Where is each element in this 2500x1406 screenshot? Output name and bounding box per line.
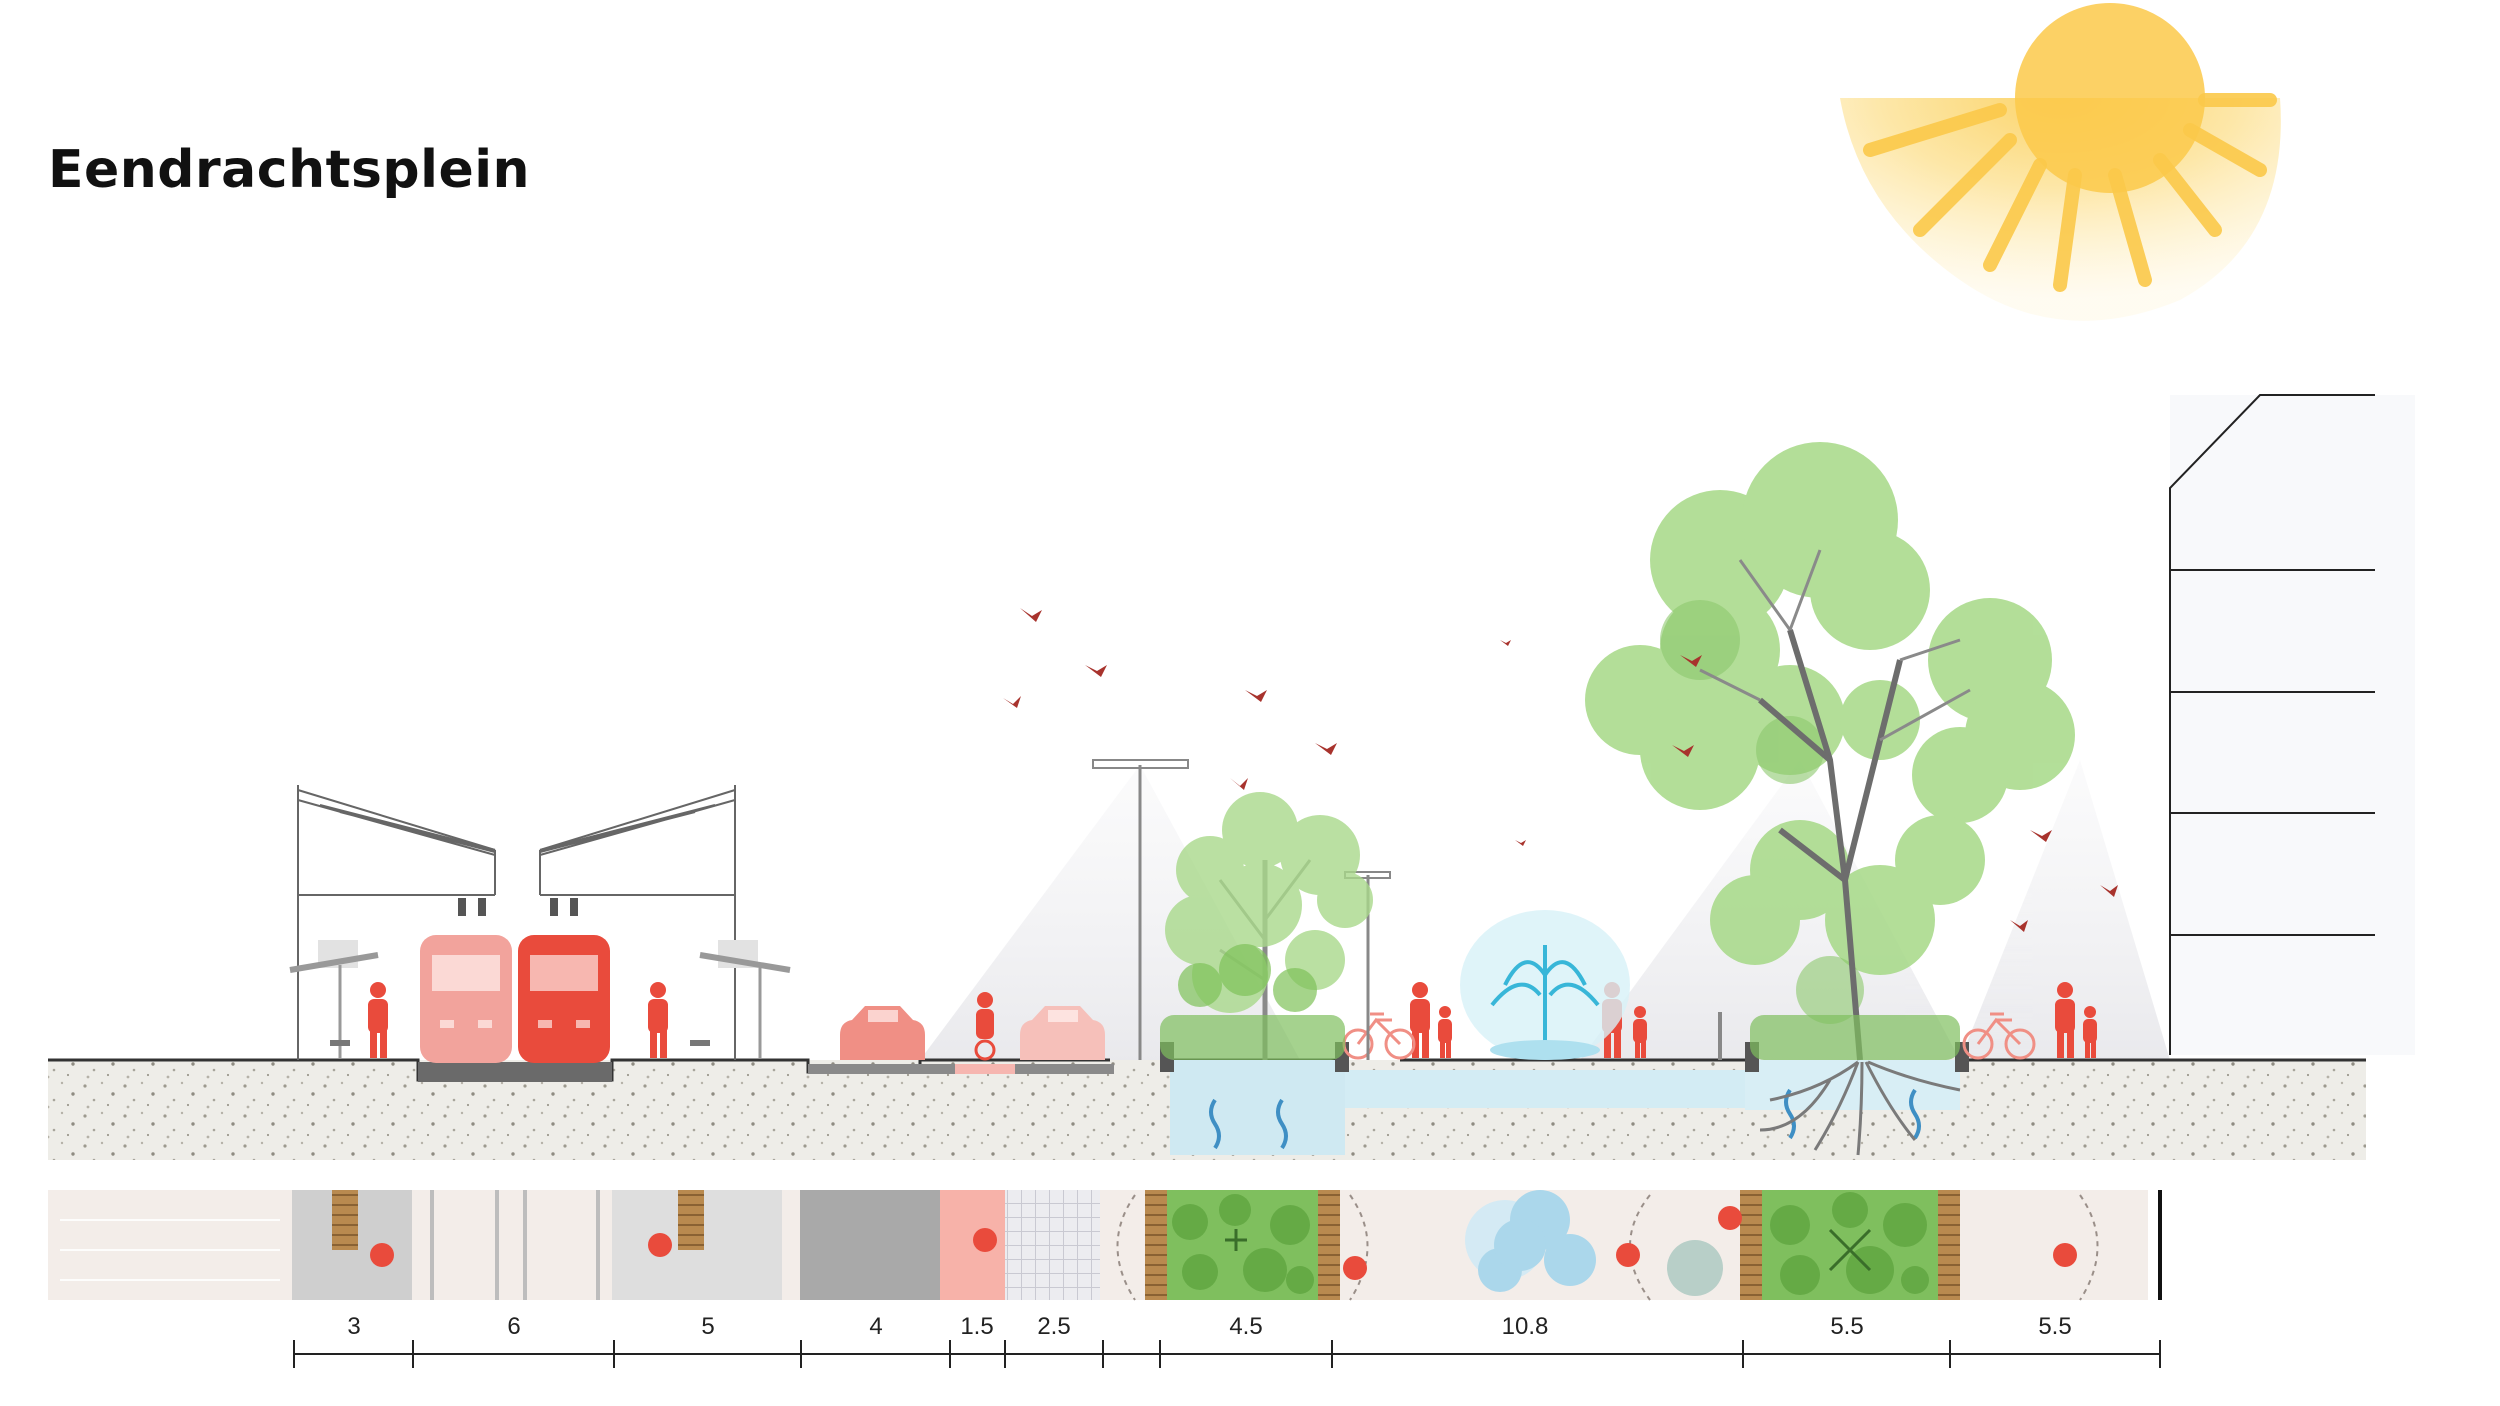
tram-shelter-right bbox=[690, 940, 791, 1058]
sun-icon bbox=[1840, 3, 2281, 321]
tree-roots bbox=[1759, 1060, 1961, 1156]
tree-icon bbox=[1585, 442, 2075, 1156]
car-icon bbox=[1020, 1006, 1105, 1060]
tram-track-bed bbox=[418, 1062, 612, 1082]
dimension-label: 1.5 bbox=[960, 1313, 993, 1340]
dimension-label: 4 bbox=[869, 1313, 882, 1340]
dimension-label: 5.5 bbox=[1830, 1313, 1863, 1340]
pedestrian-icon bbox=[2083, 1006, 2097, 1058]
tram-icon bbox=[420, 898, 512, 1063]
car-icon bbox=[840, 1006, 925, 1060]
pedestrian-icon bbox=[1438, 1006, 1452, 1058]
fountain-plan bbox=[1465, 1190, 1596, 1292]
bicycle-icon bbox=[1342, 1012, 1416, 1060]
bench-icon bbox=[332, 1190, 358, 1250]
tram-icon bbox=[518, 898, 610, 1063]
pedestrian-icon bbox=[974, 992, 996, 1061]
pedestrian-icon bbox=[2055, 982, 2075, 1058]
building-icon bbox=[2169, 394, 2415, 1055]
dimension-label: 4.5 bbox=[1229, 1313, 1262, 1340]
paving-plan bbox=[1005, 1190, 1100, 1300]
dimension-line: 3 6 5 4 1.5 2.5 4.5 10.8 5.5 5.5 bbox=[293, 1313, 2161, 1368]
dimension-label: 5 bbox=[701, 1313, 714, 1340]
tree-icon bbox=[1160, 792, 1373, 1060]
page-title: Eendrachtsplein bbox=[48, 140, 531, 200]
dimension-label: 10.8 bbox=[1502, 1313, 1549, 1340]
dimension-label: 6 bbox=[507, 1313, 520, 1340]
dimension-label: 2.5 bbox=[1037, 1313, 1070, 1340]
fountain-icon bbox=[1460, 910, 1630, 1060]
bike-lane-surface bbox=[955, 1064, 1015, 1074]
dimension-label: 3 bbox=[347, 1313, 360, 1340]
water-basin bbox=[1170, 1060, 1345, 1155]
plan-view bbox=[48, 1190, 2162, 1301]
bench-icon bbox=[678, 1190, 704, 1250]
road-plan bbox=[800, 1190, 940, 1300]
streetlight-icon bbox=[1092, 759, 1189, 1060]
pedestrian-icon bbox=[1633, 1006, 1647, 1058]
pedestrian-icon bbox=[368, 982, 388, 1058]
water-channel bbox=[1345, 1070, 1745, 1108]
bicycle-icon bbox=[1962, 1012, 2036, 1060]
pedestrian-icon bbox=[648, 982, 668, 1058]
water-retention bbox=[1745, 1060, 1960, 1110]
catenary-structure bbox=[297, 785, 736, 1060]
tram-shelter-left bbox=[289, 940, 379, 1058]
bird-icon bbox=[1003, 608, 2118, 932]
dimension-label: 5.5 bbox=[2038, 1313, 2071, 1340]
